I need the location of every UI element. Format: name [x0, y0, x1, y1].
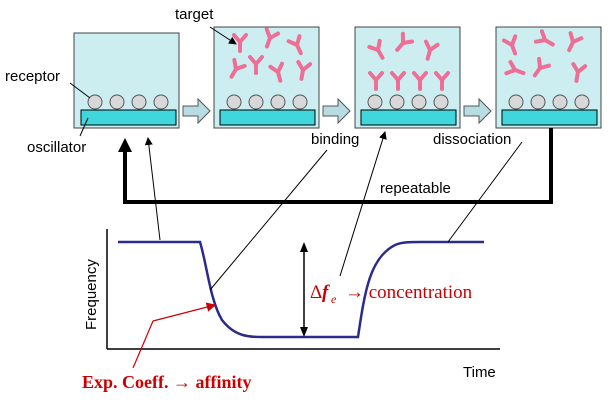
label-oscillator: oscillator	[27, 139, 86, 156]
delta-symbol: Δ	[310, 282, 322, 303]
delta-f-label: Δ f e → concentration	[310, 282, 473, 306]
frequency-curve	[118, 240, 484, 339]
delta-f-arrow	[300, 242, 308, 337]
flow-arrow-3	[463, 97, 492, 125]
repeat-loop-arrow	[118, 128, 553, 204]
flow-arrow-2	[322, 97, 351, 125]
label-exp-coeff: Exp. Coeff. → affinity	[82, 372, 252, 392]
annotation-lines	[69, 26, 523, 291]
label-binding: binding	[311, 131, 359, 148]
oscillator-plate	[80, 109, 177, 126]
delta-sub: e	[331, 292, 337, 306]
exp-coeff-arrow	[132, 302, 217, 369]
chamber-2	[213, 26, 320, 129]
chamber-4	[495, 26, 602, 129]
axis-label-time: Time	[463, 364, 496, 381]
label-target: target	[175, 6, 214, 23]
label-concentration: → concentration	[345, 282, 473, 303]
receptor-row	[87, 94, 169, 110]
delta-var: f	[322, 282, 330, 303]
label-repeatable: repeatable	[380, 180, 451, 197]
graph-axes	[106, 229, 500, 350]
label-receptor: receptor	[5, 68, 60, 85]
axis-label-frequency: Frequency	[83, 259, 100, 330]
chamber-1	[73, 32, 180, 129]
chamber-3	[354, 26, 461, 129]
flow-arrow-1	[182, 97, 211, 125]
label-dissociation: dissociation	[433, 131, 511, 148]
